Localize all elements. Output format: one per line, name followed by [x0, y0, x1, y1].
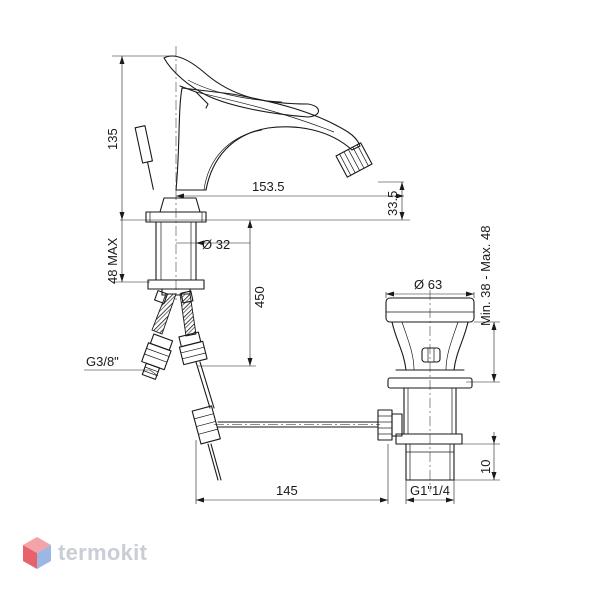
brand-name: termokit — [58, 540, 148, 565]
dim-deck-thickness: 48 MAX — [105, 237, 120, 284]
spout-body — [175, 87, 361, 191]
dim-spout-height: 135 — [105, 128, 120, 150]
dim-waste-tail: 10 — [478, 460, 493, 474]
lever-handle — [163, 55, 320, 118]
dim-outlet-height: 33.5 — [385, 191, 400, 216]
dim-waste-thread: G1"1/4 — [410, 483, 450, 498]
dim-spout-reach: 153.5 — [252, 179, 285, 194]
dim-body-diameter: Ø 32 — [202, 237, 230, 252]
brand-watermark: termokit — [22, 536, 147, 570]
popup-lift-rod — [134, 125, 154, 190]
dim-hose-length: 450 — [252, 286, 267, 308]
popup-waste — [214, 290, 475, 492]
dimension-lines — [84, 55, 500, 504]
right-hose-nut — [178, 331, 208, 366]
dim-rod-length: 145 — [276, 483, 298, 498]
flexible-hoses — [141, 290, 222, 481]
left-hose-nut — [141, 333, 174, 380]
rod-clamp — [191, 405, 221, 445]
termokit-logo-icon — [23, 537, 51, 569]
dim-waste-range: Min. 38 - Max. 48 — [478, 226, 493, 326]
dim-waste-diameter: Ø 63 — [414, 277, 442, 292]
aerator — [335, 142, 373, 178]
dim-hose-thread: G3/8" — [86, 354, 119, 369]
faucet — [120, 46, 410, 300]
